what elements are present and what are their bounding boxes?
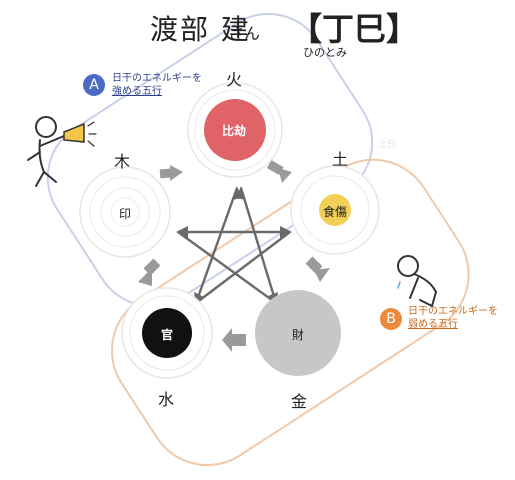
cheering-megaphone-person-icon xyxy=(27,116,97,187)
fire-label: 火 xyxy=(226,70,243,89)
group-a-line1: 日干のエネルギーを xyxy=(112,73,202,84)
metal-inner-text: 財 xyxy=(292,328,305,342)
group-a-line2: 強める五行 xyxy=(112,86,162,97)
earth-inner-text: 食傷 xyxy=(323,205,348,219)
water-node xyxy=(121,287,213,379)
control-star-lines xyxy=(177,187,291,304)
wood-inner-text: 印 xyxy=(119,207,132,221)
day-pillar: 【丁巳】 xyxy=(290,10,419,48)
group-b-line1: 日干のエネルギーを xyxy=(408,306,498,317)
arrow-metal-to-water xyxy=(222,328,232,352)
group-b-note: 日干のエネルギーを 弱める五行 xyxy=(408,305,498,331)
group-b-badge: B xyxy=(380,308,402,330)
fire-inner-text: 比劫 xyxy=(222,124,247,138)
fire-node xyxy=(187,82,283,178)
arrow-earth-to-metal xyxy=(314,268,330,282)
group-a-note: 日干のエネルギーを 強める五行 xyxy=(112,72,202,98)
wood-node xyxy=(79,166,171,258)
earth-label: 土 xyxy=(332,150,349,169)
group-b-line2: 弱める五行 xyxy=(408,319,458,330)
group-a-outline xyxy=(46,12,374,308)
exhausted-kneeling-person-icon xyxy=(397,255,437,307)
group-b-outline xyxy=(110,158,470,467)
generation-arrows xyxy=(138,160,330,352)
control-star-heads xyxy=(176,186,292,305)
water-label: 水 xyxy=(158,390,175,409)
honorific-san: さん xyxy=(228,24,261,43)
metal-node xyxy=(255,290,341,376)
group-a-badge: A xyxy=(83,74,105,96)
water-inner-text: 官 xyxy=(161,328,174,342)
person-name: 渡部 建 xyxy=(150,13,251,46)
earth-faint-text: 土日 xyxy=(378,140,397,150)
arrow-fire-to-earth xyxy=(278,168,292,183)
arrow-wood-to-fire xyxy=(170,165,183,181)
earth-node xyxy=(290,165,380,255)
metal-label: 金 xyxy=(291,392,308,411)
wood-label: 木 xyxy=(114,152,131,171)
pillar-reading: ひのとみ xyxy=(303,46,347,59)
